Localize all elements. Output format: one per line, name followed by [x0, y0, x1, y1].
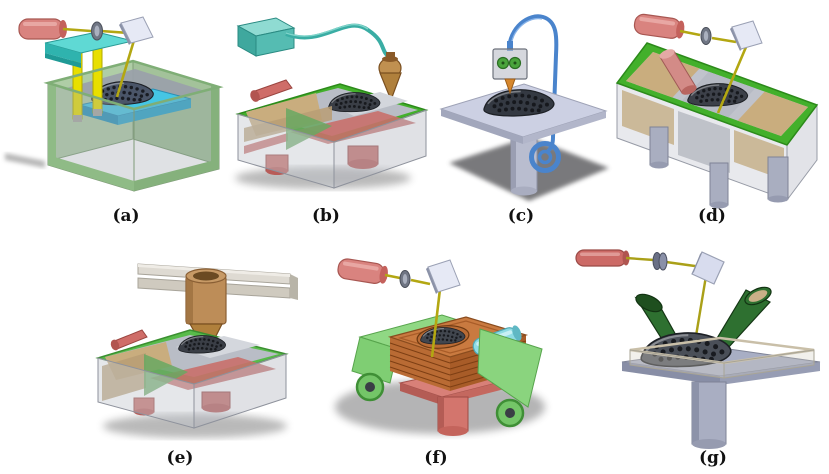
- pedestal: [691, 381, 727, 449]
- caption-c: (c): [508, 206, 534, 226]
- caption-d: (d): [698, 206, 726, 226]
- printhead-nozzle: [378, 52, 402, 102]
- extruder-head: [492, 41, 528, 95]
- laser-beam: [384, 273, 442, 358]
- scanning-lens: [700, 27, 712, 45]
- floor-shadow: [5, 153, 45, 168]
- caption-g: (g): [699, 448, 727, 468]
- powder-roller: [250, 79, 293, 102]
- gantry-bracket: [44, 31, 134, 68]
- under-chambers: [237, 106, 427, 189]
- pistons: [649, 126, 789, 209]
- laser: [18, 18, 67, 40]
- panel-f-sheet-lamination: [335, 258, 545, 436]
- floor-shadow: [103, 414, 287, 438]
- tube-highlight: [285, 23, 369, 37]
- panel-d-powder-bed-fusion: [615, 13, 819, 209]
- panel-c-material-extrusion: [439, 14, 609, 201]
- binder-reservoir: [236, 17, 296, 57]
- dispenser-nozzle: [185, 268, 227, 356]
- sheet-belt-right: [477, 328, 543, 428]
- vat-front-walls: [43, 59, 224, 192]
- galvo-mirror: [119, 16, 154, 45]
- caption-e: (e): [167, 448, 194, 468]
- laser-beam: [679, 29, 748, 114]
- galvo-mirror: [426, 259, 461, 294]
- laser: [633, 13, 685, 39]
- filament-spool: [529, 141, 561, 173]
- galvo-mirror: [691, 251, 725, 285]
- galvo-mirror: [730, 20, 763, 51]
- under-chambers: [97, 353, 287, 429]
- pedestal: [437, 396, 469, 436]
- feed-powder-right: [737, 91, 808, 136]
- scanning-lens: [91, 21, 103, 41]
- powder-roller: [110, 329, 148, 351]
- panel-g-directed-energy-deposition: [575, 249, 821, 449]
- panel-b-binder-jetting: [235, 17, 429, 189]
- laser: [575, 249, 630, 267]
- build-tray: [629, 336, 815, 379]
- scanning-lens: [652, 252, 668, 271]
- panel-a-vat-photopolymerization: [5, 16, 224, 192]
- hot-nozzle: [504, 78, 516, 95]
- panel-e-material-jetting: [95, 263, 298, 438]
- tube-highlight: [510, 17, 543, 50]
- binder-feed-tube: [285, 23, 391, 59]
- powder-roller: [659, 49, 697, 95]
- caption-f: (f): [424, 448, 447, 468]
- laser: [337, 258, 388, 284]
- caption-a: (a): [112, 206, 139, 226]
- caption-b: (b): [312, 206, 340, 226]
- scanning-lens: [399, 270, 411, 288]
- under-chambers: [616, 82, 818, 209]
